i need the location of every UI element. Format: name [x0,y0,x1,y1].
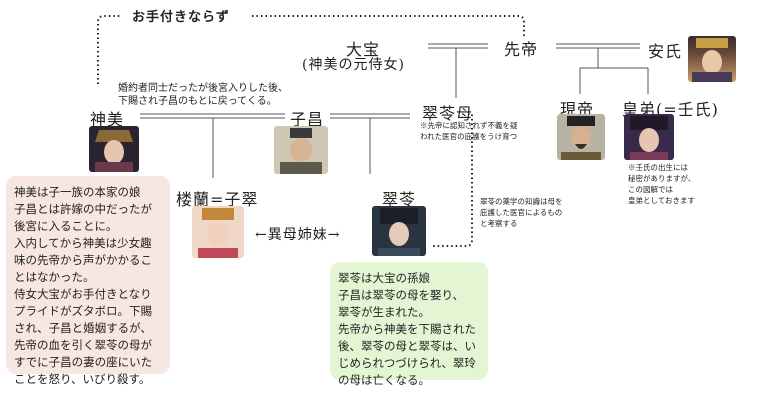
suirenbo-name: 翠苓母 [422,104,474,123]
dotted-otetsuki-line [97,15,525,84]
shinbi-portrait [89,126,139,172]
kotei-portrait [624,114,674,160]
suiren-medic-note: 翠苓の薬学の知識は母を 庇護した医官によるもの と考察する [480,197,563,228]
taiho-subtitle: (神美の元侍女) [302,57,405,73]
half-sisters-label: ←異母姉妹→ [255,227,341,243]
shisho-name: 子昌 [290,110,325,129]
otetsuki-label: お手付きならず [128,6,234,25]
jinshi-note: ※壬氏の出生には 秘密がありますが、 この図解では 皇弟としておきます [628,163,696,205]
anshi-portrait [688,36,736,82]
rouran-name: 楼蘭=子翠 [176,190,259,209]
shinbi-name: 神美 [90,110,125,129]
rouran-portrait [192,206,244,258]
suirenbo-note: ※先帝に認知されず不義を疑 われた医官の庇護をうけ育つ [420,121,518,141]
gentei-portrait [557,114,605,160]
suiren-name: 翠苓 [382,190,417,209]
shinbi-info-box: 神美は子一族の本家の娘 子昌とは許嫁の中だったが 後宮に入ることに。 入内してか… [6,176,170,386]
suiren-portrait [372,206,426,256]
taiho-name: 大宝 [346,40,381,59]
suiren-info-box: 翠苓は大宝の孫娘 子昌は翠苓の母を娶り、 翠苓が生まれた。 先帝から神美を下賜さ… [330,262,488,387]
anshi-name: 安氏 [648,42,683,61]
fiance-note: 婚約者同士だったが後宮入りした後、 下賜され子昌のもとに戻ってくる。 [118,83,288,107]
sentei-name: 先帝 [504,40,539,59]
shisho-portrait [274,126,328,174]
